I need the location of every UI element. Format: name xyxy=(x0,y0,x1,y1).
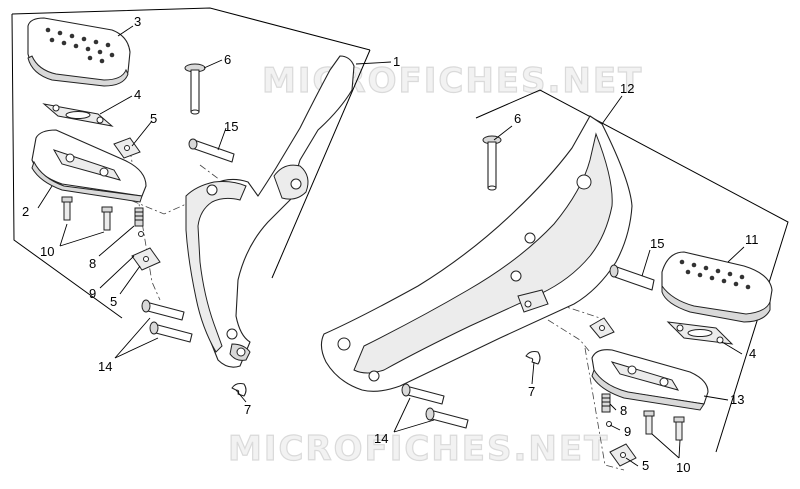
small-plate-right-lower xyxy=(609,443,637,467)
callout-labels: 3 6 1 4 5 15 2 10 8 9 5 14 7 12 6 15 11 … xyxy=(22,14,759,475)
spring-left xyxy=(134,207,144,237)
bolts-right-14 xyxy=(401,383,469,429)
bolts-left-14 xyxy=(141,299,193,343)
callout-3: 3 xyxy=(134,14,141,29)
callout-10-right: 10 xyxy=(676,460,690,475)
footpeg-rubber-right xyxy=(661,251,773,323)
callout-8-right: 8 xyxy=(620,403,627,418)
leader-lines xyxy=(37,25,745,467)
screws-left xyxy=(61,196,113,231)
small-plate-right-upper xyxy=(589,317,615,339)
footpeg-base-right xyxy=(591,349,709,411)
callout-5-left-upper: 5 xyxy=(150,111,157,126)
plate-left xyxy=(42,103,114,127)
callout-5-right-lower: 5 xyxy=(642,458,649,473)
footpeg-bracket-left xyxy=(185,55,355,368)
screws-right xyxy=(643,410,685,441)
callout-4-right: 4 xyxy=(749,346,756,361)
callout-10-left: 10 xyxy=(40,244,54,259)
callout-7-right: 7 xyxy=(528,384,535,399)
callout-5-left-lower: 5 xyxy=(110,294,117,309)
footpeg-base-left xyxy=(31,129,147,203)
callout-2: 2 xyxy=(22,204,29,219)
callout-6-right: 6 xyxy=(514,111,521,126)
callout-9-left: 9 xyxy=(89,286,96,301)
footpeg-bracket-right xyxy=(320,115,633,392)
watermark-bottom: MICROFICHES.NET xyxy=(228,429,609,469)
rubber-studs-left xyxy=(45,27,115,64)
callout-15-left: 15 xyxy=(224,119,238,134)
callout-14-right: 14 xyxy=(374,431,388,446)
callout-15-right: 15 xyxy=(650,236,664,251)
plate-right xyxy=(666,321,734,345)
clip-plate-left-lower xyxy=(131,247,161,271)
callout-12: 12 xyxy=(620,81,634,96)
circlip-right xyxy=(525,350,541,365)
bolt-left-15 xyxy=(188,138,235,163)
callout-1: 1 xyxy=(393,54,400,69)
spring-right xyxy=(601,393,612,427)
pin-right xyxy=(482,135,502,191)
bolt-right-15 xyxy=(609,264,655,291)
right-assembly-lines xyxy=(529,294,625,471)
callout-6-left: 6 xyxy=(224,52,231,67)
callout-8-left: 8 xyxy=(89,256,96,271)
right-group-frame xyxy=(475,89,789,453)
callout-14-left: 14 xyxy=(98,359,112,374)
circlip-left xyxy=(231,382,247,397)
rubber-studs-right xyxy=(679,259,751,290)
callout-11: 11 xyxy=(745,232,759,247)
pin-left xyxy=(184,63,206,115)
callout-7-left: 7 xyxy=(244,402,251,417)
left-group-frame xyxy=(11,7,371,319)
footpeg-rubber-left xyxy=(27,17,131,87)
small-plate-left-upper xyxy=(113,137,141,159)
callout-4-left: 4 xyxy=(134,87,141,102)
callout-13: 13 xyxy=(730,392,744,407)
callout-9-right: 9 xyxy=(624,424,631,439)
